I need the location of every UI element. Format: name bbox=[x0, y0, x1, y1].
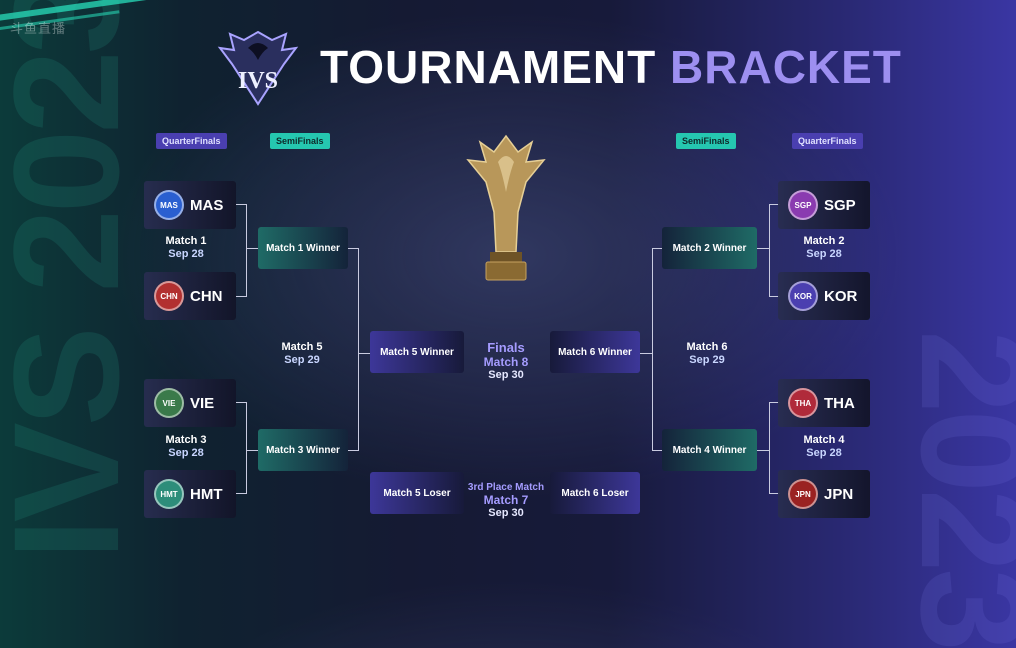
team-name: KOR bbox=[824, 287, 858, 305]
team-card-sgp[interactable]: SGP SGP bbox=[778, 181, 870, 229]
page-title: TOURNAMENT BRACKET bbox=[320, 40, 902, 94]
quarterfinals-tag-left: QuarterFinals bbox=[156, 133, 227, 149]
slot-match-2-winner[interactable]: Match 2 Winner bbox=[662, 227, 757, 269]
svg-text:IVS: IVS bbox=[238, 68, 278, 94]
team-logo-kor: KOR bbox=[788, 281, 818, 311]
team-logo-mas: MAS bbox=[154, 190, 184, 220]
trophy-icon bbox=[460, 132, 552, 292]
semifinals-tag-left: SemiFinals bbox=[270, 133, 330, 149]
team-name: SGP bbox=[824, 196, 856, 214]
team-name: CHN bbox=[190, 287, 223, 305]
slot-match-6-loser[interactable]: Match 6 Loser bbox=[550, 472, 640, 514]
team-card-tha[interactable]: THA THA bbox=[778, 379, 870, 427]
stream-watermark: 斗鱼直播 bbox=[10, 21, 67, 36]
slot-match-1-winner[interactable]: Match 1 Winner bbox=[258, 227, 348, 269]
team-logo-sgp: SGP bbox=[788, 190, 818, 220]
quarterfinals-tag-right: QuarterFinals bbox=[792, 133, 863, 149]
background-year-text-left: IVS 2023 bbox=[0, 0, 150, 560]
team-card-jpn[interactable]: JPN JPN bbox=[778, 470, 870, 518]
ivs-logo: IVS bbox=[212, 26, 304, 110]
slot-match-4-winner[interactable]: Match 4 Winner bbox=[662, 429, 757, 471]
slot-match-6-winner[interactable]: Match 6 Winner bbox=[550, 331, 640, 373]
team-card-mas[interactable]: MAS MAS bbox=[144, 181, 236, 229]
team-card-vie[interactable]: VIE VIE bbox=[144, 379, 236, 427]
team-name: HMT bbox=[190, 485, 223, 503]
team-card-chn[interactable]: CHN CHN bbox=[144, 272, 236, 320]
team-logo-tha: THA bbox=[788, 388, 818, 418]
team-logo-jpn: JPN bbox=[788, 479, 818, 509]
team-name: VIE bbox=[190, 394, 215, 412]
team-logo-vie: VIE bbox=[154, 388, 184, 418]
slot-match-5-winner[interactable]: Match 5 Winner bbox=[370, 331, 464, 373]
team-logo-chn: CHN bbox=[154, 281, 184, 311]
team-name: THA bbox=[824, 394, 855, 412]
finals-label: Finals Match 8 Sep 30 bbox=[483, 340, 529, 381]
semifinals-tag-right: SemiFinals bbox=[676, 133, 736, 149]
team-name: MAS bbox=[190, 196, 224, 214]
slot-match-3-winner[interactable]: Match 3 Winner bbox=[258, 429, 348, 471]
third-place-label: 3rd Place Match Match 7 Sep 30 bbox=[467, 482, 545, 519]
team-name: JPN bbox=[824, 485, 854, 503]
background-year-text-right: 2023 bbox=[890, 330, 1016, 648]
team-card-kor[interactable]: KOR KOR bbox=[778, 272, 870, 320]
team-logo-hmt: HMT bbox=[154, 479, 184, 509]
slot-match-5-loser[interactable]: Match 5 Loser bbox=[370, 472, 464, 514]
title-part-bracket: BRACKET bbox=[670, 41, 902, 93]
team-card-hmt[interactable]: HMT HMT bbox=[144, 470, 236, 518]
title-part-tournament: TOURNAMENT bbox=[320, 41, 657, 93]
